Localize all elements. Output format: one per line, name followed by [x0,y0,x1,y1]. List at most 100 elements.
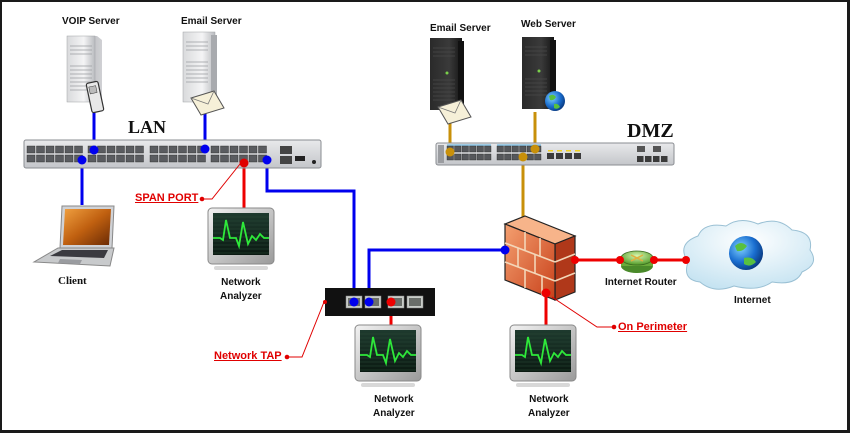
switch-port [178,154,187,163]
on-perimeter-leader [551,296,614,328]
firewall-icon [503,215,577,301]
switch-port [149,154,159,163]
switch-port [469,145,477,153]
lan-email-server-icon [182,31,225,116]
switch-port [45,145,55,154]
switch-port [229,154,239,163]
switch-port [220,154,229,163]
switch-port [36,145,45,154]
internet-router-icon [620,250,654,273]
switch-port [248,145,258,154]
switch-port [106,154,116,163]
switch-port [87,154,97,163]
switch-port [64,145,74,154]
laptop-icon [32,205,115,267]
internet-router-label: Internet Router [605,277,677,288]
internet-cloud-icon [683,220,815,290]
switch-port [504,153,512,161]
switch-port [454,145,462,153]
analyzer-perimeter-label-line2: Analyzer [528,408,570,419]
envelope-icon [437,99,472,125]
switch-port [55,154,64,163]
switch-port [159,145,168,154]
web-server-icon [522,37,565,111]
analyzer-span-label-line1: Network [221,277,261,288]
globe-icon [729,236,763,270]
network-analyzer-tap-icon [354,324,422,387]
switch-port [469,153,477,161]
dmz-switch [435,142,675,166]
client-label: Client [58,275,87,287]
network-tap-device [325,288,435,316]
switch-port [220,145,229,154]
switch-port [159,154,168,163]
switch-port [496,145,504,153]
analyzer-span-label: Network Analyzer [220,276,262,304]
analyzer-perimeter-label-line1: Network [529,394,569,405]
switch-port [55,145,64,154]
switch-port [248,154,258,163]
switch-port [511,153,519,161]
dmz-email-server-label: Email Server [430,23,491,34]
analyzer-perimeter-label: Network Analyzer [528,393,570,421]
switch-port [97,145,106,154]
switch-port [45,154,55,163]
connection-dots [77,144,690,307]
switch-port [239,145,248,154]
switch-port [116,145,125,154]
switch-port [519,145,527,153]
switch-port [187,145,197,154]
switch-port [74,145,83,154]
switch-port [461,153,469,161]
switch-port [125,154,135,163]
analyzer-span-label-line2: Analyzer [220,291,262,302]
switch-port [504,145,512,153]
switch-port [106,145,116,154]
switch-port [26,154,36,163]
switch-port [258,145,267,154]
switch-port [476,153,484,161]
switch-port [484,153,492,161]
phone-icon [85,80,105,114]
span-port-callout: SPAN PORT [135,192,199,204]
switch-port [125,145,135,154]
switch-port [168,154,178,163]
globe-icon [545,91,565,111]
lan-switch [23,139,322,169]
network-tap-leader [287,301,325,358]
analyzer-tap-label-line2: Analyzer [373,408,415,419]
links [80,108,686,327]
switch-port [187,154,197,163]
switch-port [454,153,462,161]
switch-port [64,154,74,163]
callout-leaders [199,158,617,360]
switch-port [534,153,542,161]
dmz-zone-label: DMZ [627,120,674,142]
switch-port [135,154,144,163]
switch-port [149,145,159,154]
voip-server-label: VOIP Server [62,16,120,27]
span-port-leader [202,163,241,200]
switch-port [97,154,106,163]
web-server-label: Web Server [521,19,576,30]
link-tap-to-firewall [367,248,505,298]
on-perimeter-callout: On Perimeter [618,321,688,333]
analyzer-tap-label-line1: Network [374,394,414,405]
network-analyzer-span-icon [207,207,275,270]
switch-port [511,145,519,153]
switch-port [116,154,125,163]
internet-label: Internet [734,295,771,306]
network-tap-callout: Network TAP [214,350,282,362]
switch-port [461,145,469,153]
dmz-email-server-icon [430,38,472,125]
lan-zone-label: LAN [128,117,167,137]
switch-port [135,145,144,154]
switch-port [496,153,504,161]
switch-port [210,154,220,163]
switch-port [36,154,45,163]
switch-port [229,145,239,154]
link-lan-switch-to-tap [265,160,356,298]
lan-email-server-label: Email Server [181,16,242,27]
switch-port [484,145,492,153]
